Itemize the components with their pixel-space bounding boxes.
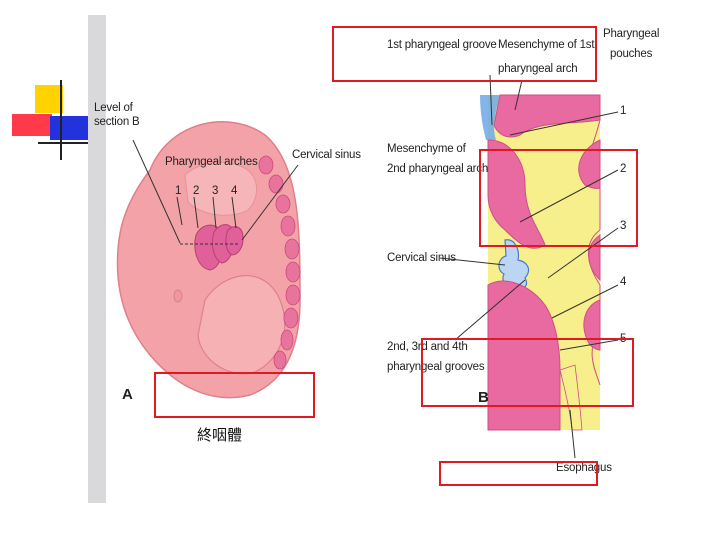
- mesenchyme-second-arch-label: Mesenchyme of 2nd pharyngeal arch: [387, 142, 488, 176]
- mesenchyme-second-arch-line1: Mesenchyme of: [387, 142, 488, 156]
- highlight-box-panel-a: [154, 372, 315, 418]
- highlight-box-top: [332, 26, 597, 82]
- pharyngeal-pouches-label: Pharyngeal pouches: [603, 27, 659, 61]
- level-of-section-label: Level of section B: [94, 101, 140, 129]
- level-of-section-line2: section B: [94, 115, 140, 129]
- arch-number-1: 1: [175, 184, 181, 198]
- pharyngeal-pouches-line2: pouches: [603, 47, 659, 61]
- arch-number-2: 2: [193, 184, 199, 198]
- pharyngeal-arches-label: Pharyngeal arches: [165, 155, 258, 169]
- panel-a-letter: A: [122, 386, 133, 403]
- highlight-box-lower-arches: [421, 338, 634, 407]
- arch-number-3: 3: [212, 184, 218, 198]
- cervical-sinus-label-b: Cervical sinus: [387, 251, 456, 265]
- highlight-box-esophagus: [439, 461, 598, 486]
- mesenchyme-second-arch-line2: 2nd pharyngeal arch: [387, 162, 488, 176]
- arch-number-4: 4: [231, 184, 237, 198]
- highlight-box-second-arch: [479, 149, 638, 247]
- level-of-section-line1: Level of: [94, 101, 140, 115]
- pouch-number-4: 4: [620, 275, 626, 289]
- cervical-sinus-label-a: Cervical sinus: [292, 148, 361, 162]
- cjk-annotation: 終咽體: [197, 424, 242, 445]
- pharyngeal-pouches-line1: Pharyngeal: [603, 27, 659, 41]
- pouch-number-1: 1: [620, 104, 626, 118]
- embryo-eye-bump: [174, 290, 182, 302]
